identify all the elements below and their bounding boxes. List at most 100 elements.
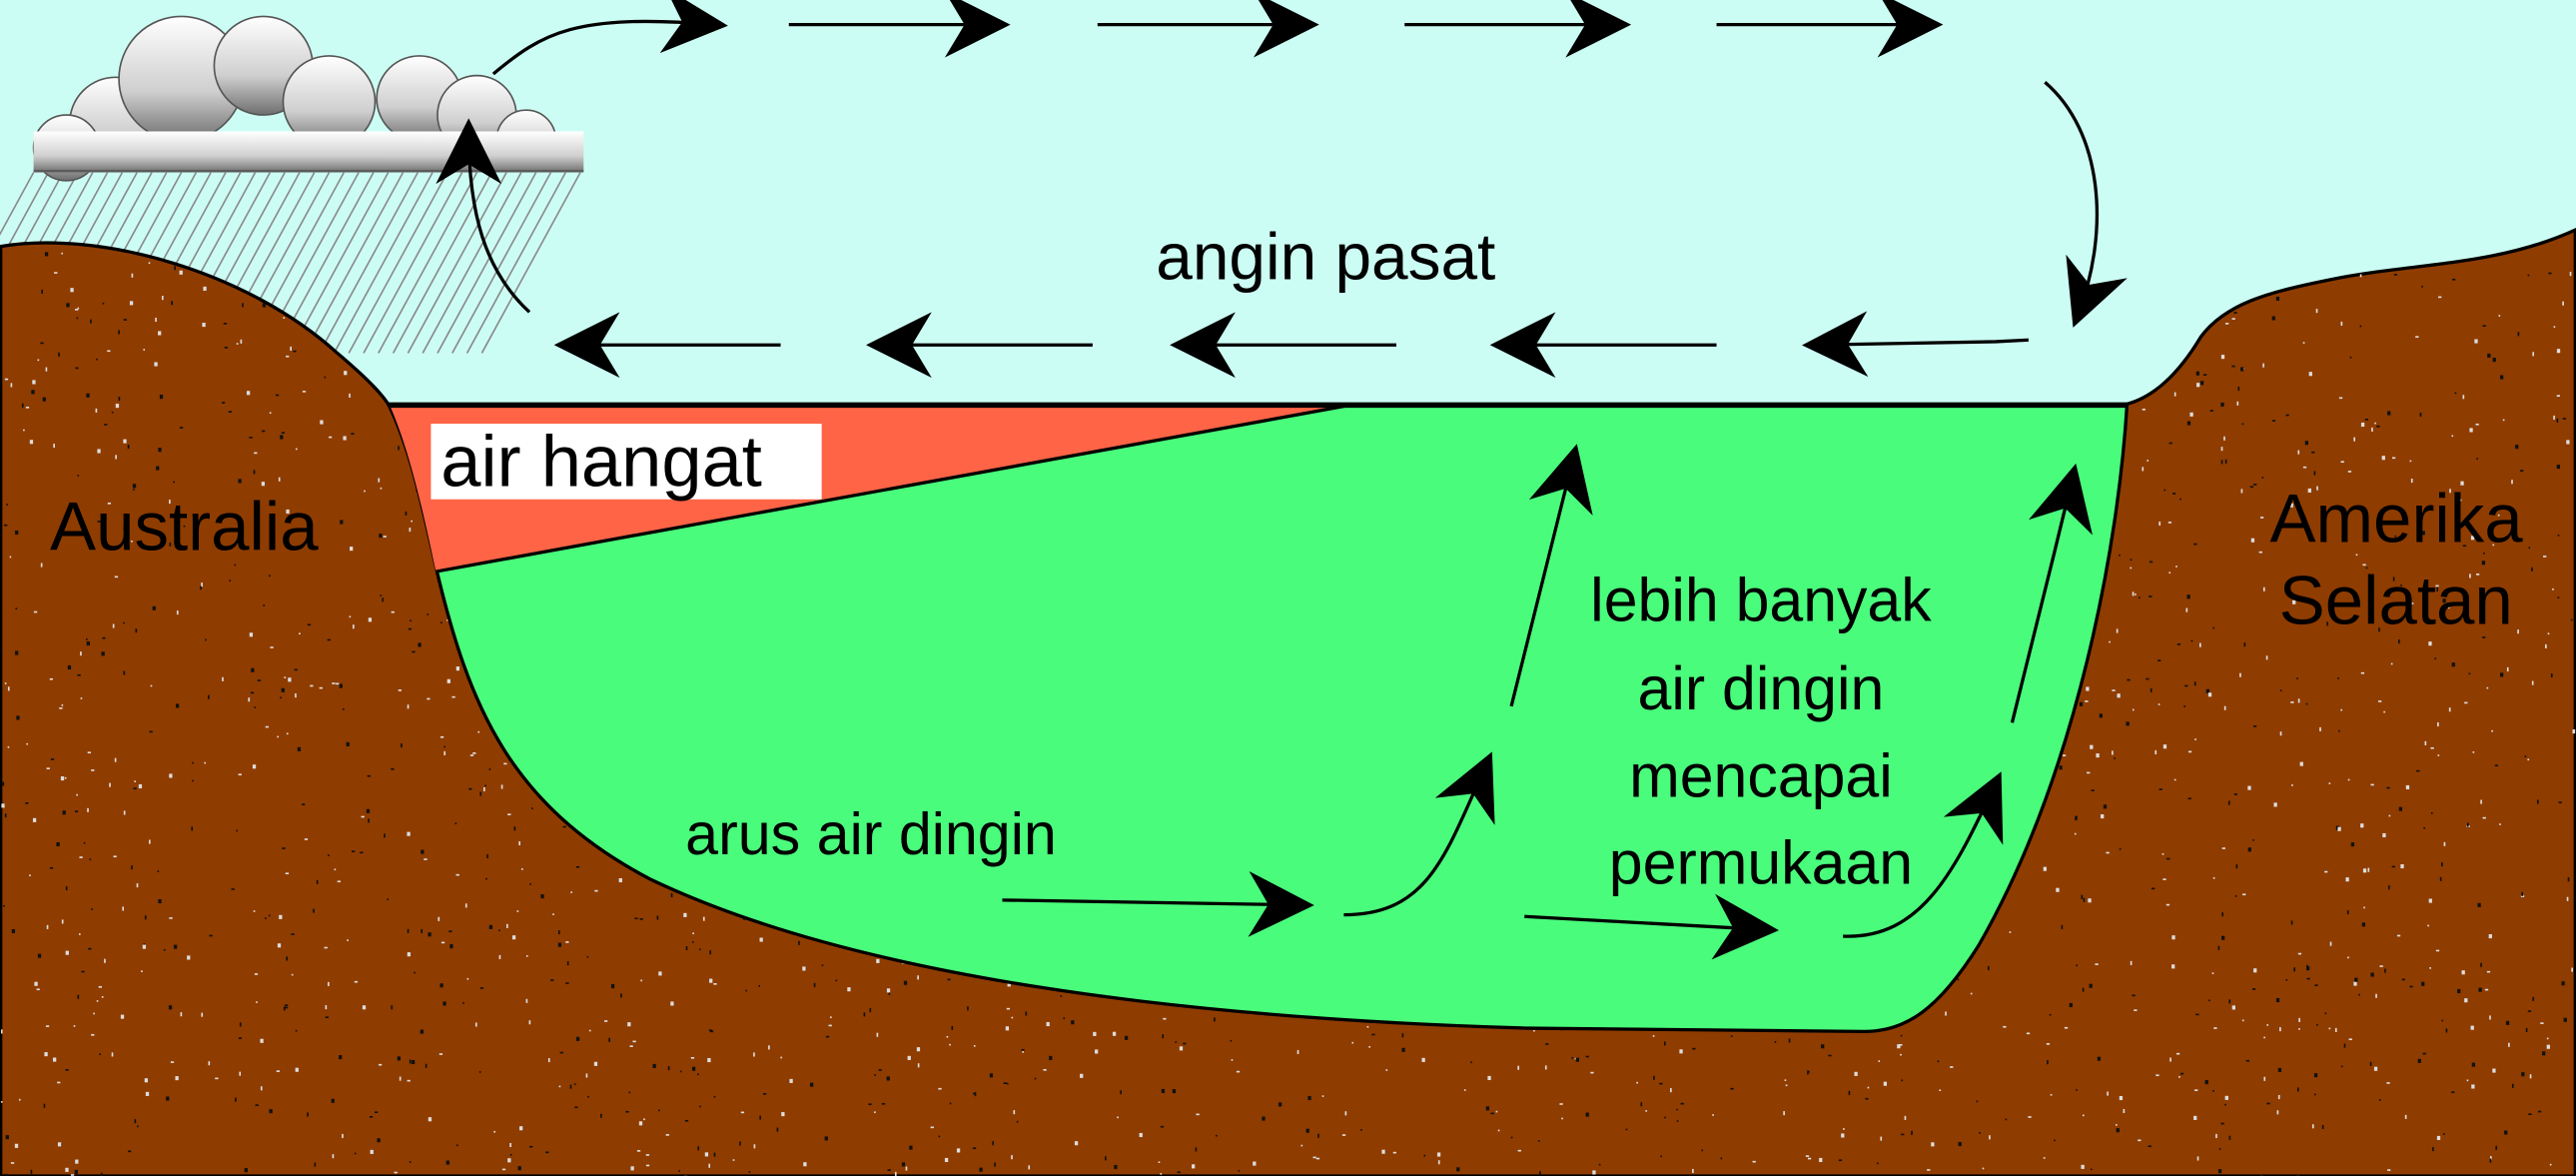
soil-speck [2061, 924, 2064, 929]
soil-speck [66, 303, 70, 308]
soil-speck [2556, 395, 2560, 397]
soil-speck [2132, 708, 2135, 711]
soil-speck [2091, 1168, 2093, 1171]
soil-speck [2262, 587, 2265, 591]
soil-speck [205, 638, 207, 641]
soil-speck [265, 917, 267, 919]
soil-speck [253, 470, 256, 475]
soil-speck [2211, 972, 2214, 974]
soil-speck [1236, 1070, 1241, 1073]
soil-speck [2428, 898, 2432, 903]
soil-speck [1105, 1156, 1107, 1161]
soil-speck [132, 484, 137, 489]
soil-speck [6, 504, 8, 506]
soil-speck [2275, 296, 2280, 301]
soil-speck [77, 994, 80, 999]
soil-speck [509, 1153, 512, 1156]
soil-speck [813, 982, 816, 987]
soil-speck [2520, 895, 2525, 897]
soil-speck [1421, 1057, 1425, 1062]
soil-speck [2466, 822, 2469, 827]
soil-speck [702, 916, 705, 921]
soil-speck [2422, 1052, 2426, 1055]
soil-speck [501, 1168, 506, 1171]
soil-speck [4, 524, 8, 527]
soil-speck [352, 850, 356, 852]
soil-speck [286, 355, 290, 358]
soil-speck [279, 914, 283, 919]
soil-speck [1585, 1112, 1589, 1117]
soil-speck [2328, 1027, 2331, 1030]
soil-speck [2220, 460, 2223, 465]
soil-speck [0, 1101, 3, 1103]
soil-speck [37, 953, 42, 958]
soil-speck [474, 1022, 477, 1027]
soil-speck [407, 831, 411, 836]
soil-speck [2142, 408, 2146, 411]
soil-speck [2543, 556, 2547, 558]
soil-speck [1692, 1047, 1696, 1050]
soil-speck [1774, 1041, 1777, 1043]
soil-speck [2258, 551, 2262, 554]
soil-speck [251, 667, 255, 672]
warm-water-label: air hangat [440, 423, 762, 503]
soil-speck [2259, 1174, 2263, 1176]
soil-speck [126, 539, 129, 542]
soil-speck [2466, 1079, 2469, 1082]
soil-speck [331, 1098, 335, 1103]
soil-speck [54, 272, 58, 274]
soil-speck [2081, 894, 2084, 899]
soil-speck [2470, 1025, 2474, 1030]
soil-speck [640, 979, 642, 982]
soil-speck [466, 977, 469, 980]
soil-speck [29, 440, 34, 445]
soil-speck [1544, 1065, 1547, 1070]
soil-speck [2240, 367, 2244, 372]
soil-speck [670, 892, 673, 898]
soil-speck [451, 695, 455, 698]
soil-speck [1901, 1079, 1904, 1082]
soil-speck [2401, 978, 2405, 981]
soil-speck [2316, 486, 2318, 491]
soil-speck [1112, 1031, 1117, 1036]
soil-speck [380, 487, 383, 490]
soil-speck [2387, 411, 2391, 416]
soil-speck [540, 894, 544, 899]
soil-speck [665, 1134, 669, 1136]
soil-speck [2114, 757, 2117, 759]
soil-speck [478, 1071, 481, 1073]
soil-speck [2091, 789, 2095, 792]
soil-speck [2337, 677, 2339, 679]
soil-speck [2147, 460, 2149, 462]
soil-speck [2313, 1073, 2318, 1078]
soil-speck [1011, 1016, 1014, 1019]
soil-speck [332, 1154, 335, 1159]
arrow-icon [1524, 893, 1779, 960]
soil-speck [531, 807, 533, 809]
soil-speck [1368, 1045, 1371, 1048]
soil-speck [2194, 738, 2196, 740]
soil-speck [776, 1127, 779, 1132]
soil-speck [334, 868, 337, 871]
soil-speck [252, 764, 257, 769]
soil-speck [2387, 1169, 2391, 1171]
soil-speck [77, 307, 80, 310]
soil-speck [1351, 1041, 1354, 1044]
soil-speck [699, 948, 701, 951]
soil-speck [1545, 1043, 1549, 1045]
soil-speck [2359, 325, 2362, 328]
soil-speck [101, 995, 104, 998]
soil-speck [2550, 672, 2553, 678]
soil-speck [61, 252, 64, 255]
soil-speck [253, 910, 256, 912]
rain-cloud [32, 15, 584, 182]
soil-speck [391, 1005, 394, 1010]
soil-speck [159, 395, 164, 400]
soil-speck [1344, 1111, 1347, 1116]
soil-speck [324, 946, 328, 949]
soil-speck [2461, 970, 2465, 975]
soil-speck [557, 942, 562, 947]
soil-speck [437, 916, 440, 921]
soil-speck [286, 956, 289, 961]
soil-speck [2340, 1065, 2343, 1068]
